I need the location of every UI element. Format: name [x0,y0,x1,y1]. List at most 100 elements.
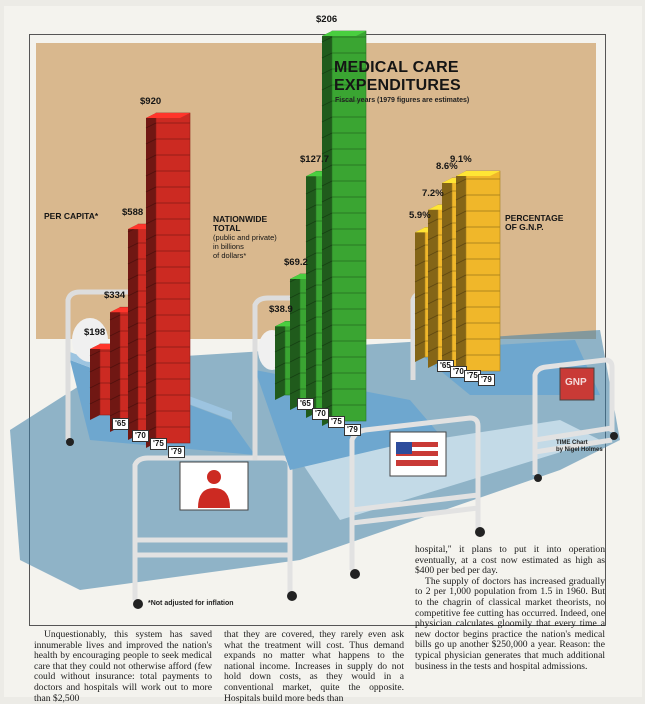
bar-block-line [145,250,157,257]
bar-block-line [321,148,333,155]
chart-footnote: *Not adjusted for inflation [148,600,234,607]
bar-block-line [321,52,333,59]
floor-highlight [300,420,600,520]
bar-block-line [289,292,301,299]
bed-caster [610,432,618,440]
bar-side [428,204,438,368]
value-label: $920 [140,96,162,107]
year-label: '70 [312,408,329,420]
bar-block-line [441,270,453,277]
bar-block-line [289,388,301,395]
bar-block-line [305,236,317,243]
bar-block-line [305,332,317,339]
bar-top [146,113,190,118]
bed-caster [287,591,297,601]
bar-block-line [455,226,467,233]
bar-block-line [321,180,333,187]
gnp-sign-text: GNP [565,377,587,388]
bar-block-line [305,300,317,307]
bar-block-line [145,378,157,385]
label-nationwide-line-1: NATIONWIDE [213,214,268,224]
bar-block-line [321,276,333,283]
bar-block-line [127,338,139,345]
bar-block-line [127,322,139,329]
bar-block-line [127,274,139,281]
bar-block-line [89,366,101,373]
bar-block-line [455,322,467,329]
bar-block-line [274,378,286,385]
bar-block-line [414,244,426,251]
bar-block-line [427,346,439,353]
bar-top [322,31,366,36]
bar-block-line [289,356,301,363]
value-label: $127.7 [300,154,330,166]
bed-headboard [65,289,130,440]
bar-block-line [455,178,467,185]
bar-block-line [441,318,453,325]
bar-block-line [145,266,157,273]
bar-block-line [274,362,286,369]
value-label: 8.6% [436,160,458,172]
label-pct-gnp-line-1: PERCENTAGE [505,213,564,223]
bar-block-line [427,218,439,225]
bar-4 [155,112,191,444]
bed-footboard [349,415,481,570]
value-label: $206 [316,14,338,25]
article-paragraph: hospital," it plans to put it into opera… [415,544,605,577]
chart-credit: TIME Chart by Nigel Holmes [556,440,603,454]
bar-block-line [145,330,157,337]
bar-block-line [414,308,426,315]
bar-top [456,171,500,176]
bars-nationwide [274,30,367,426]
bar-block-line [145,298,157,305]
value-label: 7.2% [422,187,444,199]
year-label: '65 [437,360,454,372]
label-nationwide-line-2: TOTAL [213,223,241,233]
bar-block-line [145,138,157,145]
bar-block-line [127,306,139,313]
bar-block-line [274,346,286,353]
bar-block-line [455,306,467,313]
bar-block-line [321,196,333,203]
bar-block-line [305,380,317,387]
year-label: '79 [344,424,361,436]
bed-caster [475,527,485,537]
bar-block-line [321,164,333,171]
bar-block-line [321,340,333,347]
value-label: $588 [122,207,144,219]
bar-block-line [414,340,426,347]
bar-block-line [321,116,333,123]
bar-block-line [127,290,139,297]
bar-side [110,307,120,432]
bar-block-line [321,356,333,363]
value-label: $334 [104,290,126,302]
bar-block-line [289,340,301,347]
bar-block-line [127,386,139,393]
bar-block-line [321,212,333,219]
value-label: 5.9% [409,210,431,222]
bar-block-line [441,302,453,309]
article-column-3: hospital," it plans to put it into opera… [415,544,605,672]
bar-block-line [321,132,333,139]
year-label: '75 [150,438,167,450]
bar-block-line [127,402,139,409]
bed-sign [559,367,595,401]
bar-block-line [305,204,317,211]
bar-block-line [321,68,333,75]
bed-footboard [532,357,615,475]
bar-block-line [127,242,139,249]
bar-block-line [441,222,453,229]
bar-block-line [427,298,439,305]
bar-block-line [145,170,157,177]
bar-block-line [145,122,157,129]
bar-block-line [109,362,121,369]
year-label: '65 [112,418,129,430]
bar-block-line [455,338,467,345]
bar-block-line [305,284,317,291]
label-nationwide-sub-3: of dollars* [213,251,247,260]
person-icon-head [207,470,221,484]
bed-caster [66,438,74,446]
bar-block-line [321,228,333,235]
bar-block-line [441,334,453,341]
bar-block-line [321,260,333,267]
